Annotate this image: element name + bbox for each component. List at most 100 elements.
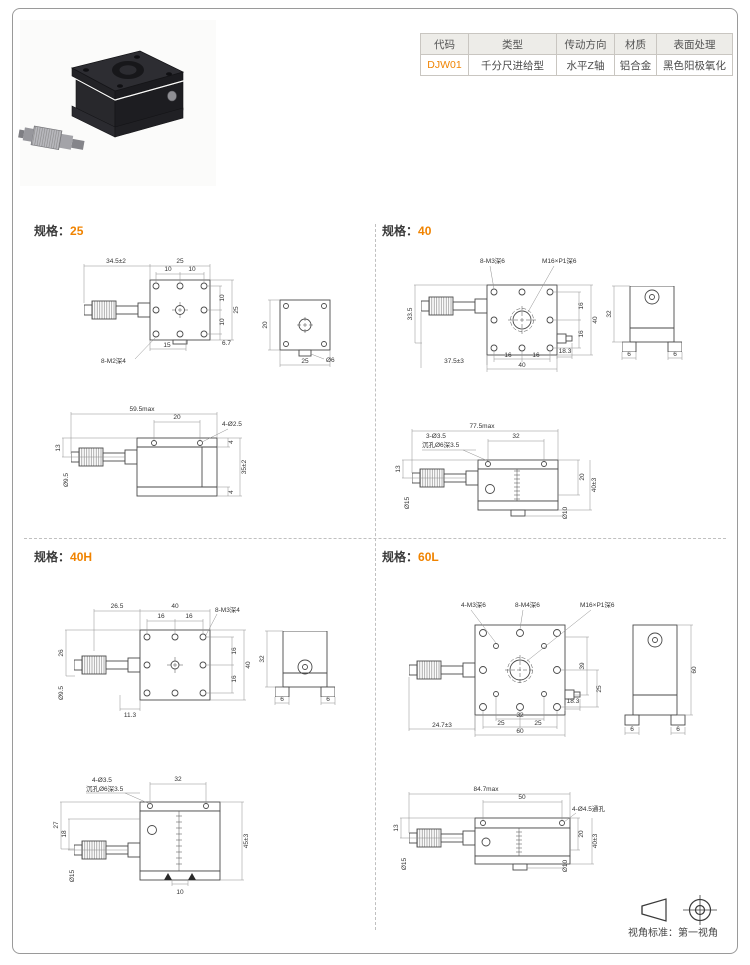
dim-label: 32 [512, 433, 520, 440]
spec-prefix: 规格： [34, 224, 71, 238]
section-label-40h: 规格：40H [34, 548, 92, 565]
dimension-lines [62, 412, 242, 497]
dim-label: 40 [592, 316, 599, 324]
body-lines [137, 446, 217, 488]
body [474, 827, 571, 857]
plate-holes [151, 440, 203, 446]
dim-label: 40 [518, 362, 526, 369]
side-view: 32 6 6 [606, 285, 683, 360]
dimension-lines [414, 265, 593, 372]
dim-label: Ø15 [69, 869, 76, 882]
body [477, 468, 559, 502]
dim-label: 20 [579, 473, 586, 481]
dimension-lines [402, 429, 592, 517]
dimension-lines [408, 609, 599, 737]
section-divider-horizontal [24, 538, 726, 539]
spec-prefix: 规格： [382, 550, 419, 564]
dim-label: 25 [596, 685, 603, 693]
side-view: 32 6 6 [259, 630, 336, 705]
spec-prefix: 规格： [382, 224, 419, 238]
drawing-40-top-view: 8-M3深6 M16×P1深6 33.5 37.5±3 16 16 40 18.… [407, 256, 683, 372]
dimension-lines [60, 782, 244, 886]
dim-label: 6 [280, 696, 284, 703]
dim-label: 16 [578, 330, 585, 338]
dim-label: 4 [228, 490, 235, 494]
dim-label: 77.5max [470, 423, 496, 430]
dim-label: 10 [164, 266, 172, 273]
m3-holes [493, 643, 547, 697]
m4-holes [479, 629, 561, 711]
section-divider-vertical [375, 224, 376, 930]
side-adjust-knob [564, 689, 581, 700]
dim-label: 18 [61, 830, 68, 838]
center-mark [508, 306, 536, 334]
scale-marks [516, 828, 522, 856]
product-code: DJW01 [420, 54, 469, 76]
datum-mark [188, 873, 196, 880]
dim-label: 20 [578, 830, 585, 838]
plate-holes [485, 461, 547, 494]
dim-label: 6 [673, 351, 677, 358]
center-mark [297, 317, 313, 333]
base-plate [139, 870, 221, 881]
view-standard-text: 视角标准：第一视角 [628, 928, 718, 939]
micrometer-photo [18, 125, 85, 151]
dim-label: 16 [231, 647, 238, 655]
dim-label: 16 [504, 352, 512, 359]
center-mark [172, 302, 188, 318]
dim-label: Ø10 [562, 859, 569, 872]
hole-callout: 4-Ø4.5通孔 [572, 804, 605, 813]
dim-label: 26 [58, 649, 65, 657]
dim-label: 25 [176, 258, 184, 265]
dim-label: Ø15 [401, 857, 408, 870]
micrometer [421, 296, 487, 316]
base-plate [474, 855, 571, 865]
dim-label: 13 [395, 465, 402, 473]
dim-label: 10 [188, 266, 196, 273]
drawing-60l-profile-view: 84.7max 50 4-Ø4.5通孔 13 Ø15 Ø10 20 40±3 [393, 786, 605, 872]
hole-callout: 3-Ø3.5 [426, 433, 446, 440]
dim-label: 24.7±3 [432, 722, 452, 729]
spec-size: 25 [70, 224, 84, 238]
product-photo [18, 20, 216, 186]
dim-label: 60 [691, 666, 698, 674]
spec-table: 代码 类型 传动方向 材质 表面处理 DJW01 千分尺进给型 水平Z轴 铝合金… [420, 33, 733, 76]
hole-callout: 沉孔Ø6深3.5 [422, 440, 460, 449]
first-angle-projection-icon [683, 895, 717, 925]
dim-label: Ø15 [404, 496, 411, 509]
dim-label: 60 [516, 728, 524, 735]
spec-header-finish: 表面处理 [656, 33, 733, 55]
scale-marks [176, 811, 182, 871]
dim-label: 59.5max [130, 406, 156, 413]
dim-label: 25 [497, 720, 505, 727]
bottom-nub [512, 863, 528, 871]
dim-label: 18.3 [559, 348, 572, 355]
drawing-60l-top-view: 4-M3深6 8-M4深6 M16×P1深6 24.7±3 32 25 25 6… [408, 600, 698, 737]
spec-table-header-row: 代码 类型 传动方向 材质 表面处理 [420, 33, 733, 55]
datum-mark [164, 873, 172, 880]
thread-callout: 8-M2深4 [101, 356, 126, 365]
first-angle-cone-icon [641, 898, 667, 922]
scale-marks [514, 469, 520, 501]
dim-label: 16 [231, 675, 238, 683]
side-view: 60 6 6 [624, 624, 698, 735]
dim-label: 13 [393, 824, 400, 832]
dimension-lines [83, 264, 234, 360]
dim-label: 34.5±2 [106, 258, 126, 265]
section-label-25: 规格：25 [34, 222, 83, 239]
dim-label: 10 [219, 294, 226, 302]
section-label-40: 规格：40 [382, 222, 431, 239]
center-mark [505, 655, 535, 685]
dim-label: 6.7 [222, 340, 231, 347]
dim-label: 11.3 [124, 712, 137, 719]
hole-callout: 4-Ø3.5 [92, 777, 112, 784]
dim-label: 16 [185, 613, 193, 620]
spec-header-direction: 传动方向 [556, 33, 615, 55]
dim-label: 40 [171, 603, 179, 610]
dim-label: 13 [55, 444, 62, 452]
dim-label: 6 [630, 726, 634, 733]
dim-label: 25 [233, 306, 240, 314]
spec-prefix: 规格： [34, 550, 71, 564]
dim-label: 20 [173, 414, 181, 421]
hole-callout: 沉孔Ø6深3.5 [86, 784, 124, 793]
